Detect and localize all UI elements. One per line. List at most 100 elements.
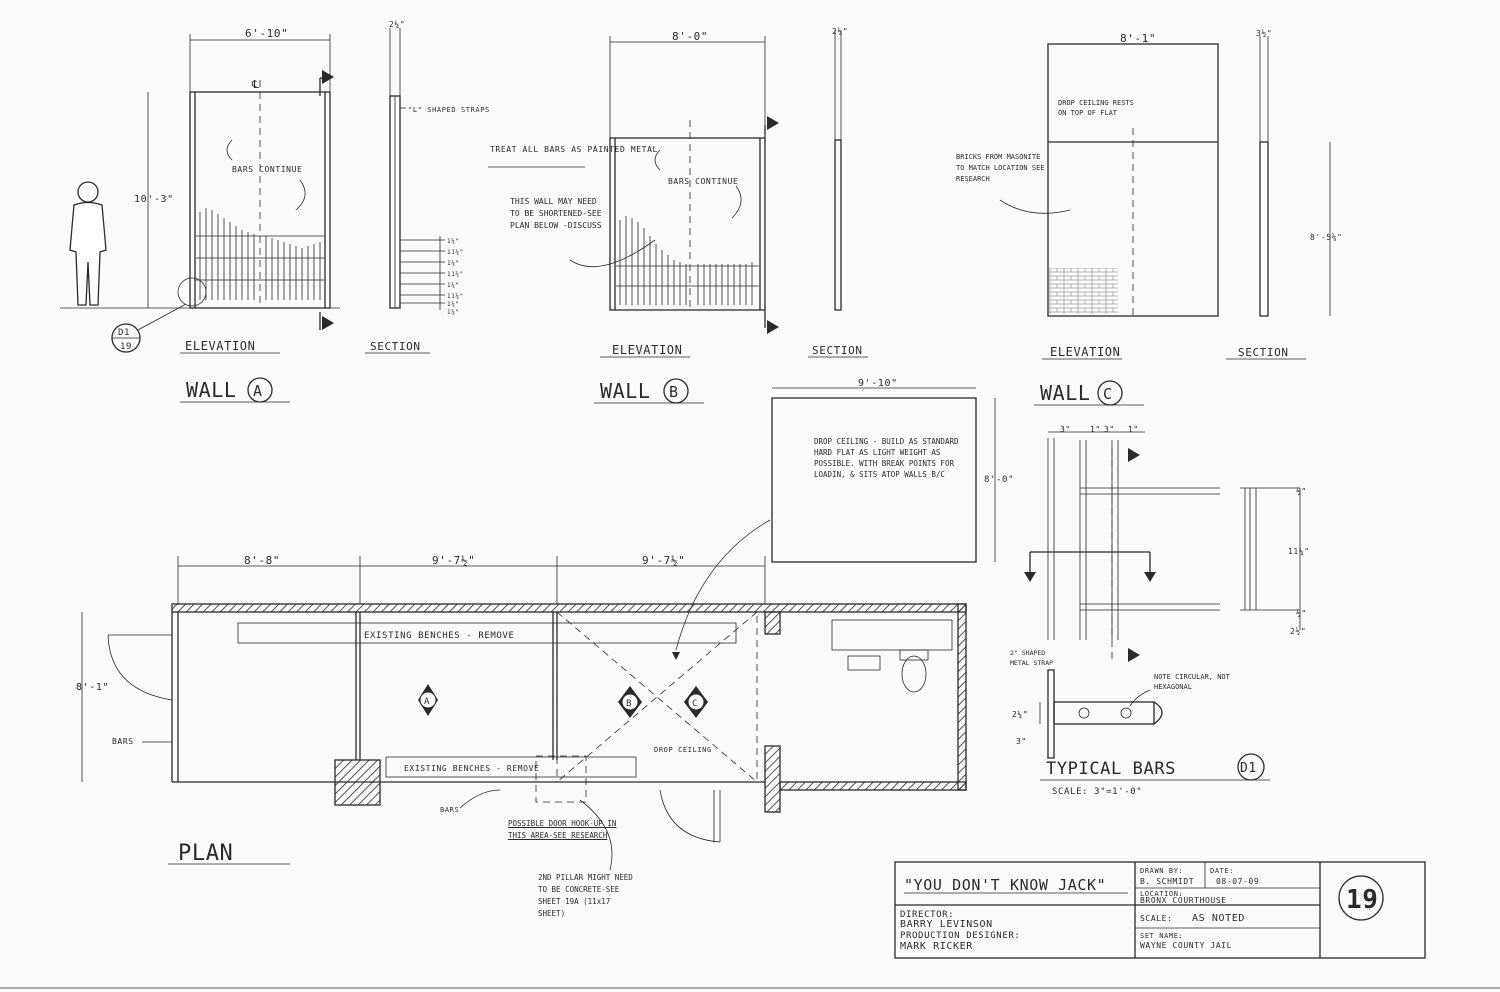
plan-dim-2: 9'-7½": [432, 554, 475, 567]
plan-left-dim: 8'-1": [76, 682, 109, 693]
svg-text:11¼": 11¼": [447, 271, 464, 278]
svg-text:1": 1": [1128, 425, 1139, 434]
svg-text:A: A: [424, 697, 430, 707]
wall-b-title: WALL: [600, 379, 651, 403]
plan-bench-bottom: EXISTING BENCHES - REMOVE: [404, 764, 539, 773]
title-block-date-label: DATE:: [1210, 867, 1234, 875]
typical-bars-scale: SCALE: 3"=1'-0": [1052, 787, 1142, 797]
plan-dim-3: 9'-7½": [642, 554, 685, 567]
wall-c-group: 8'-1" DROP CEILING RESTS ON TOP OF FLAT …: [956, 28, 1343, 406]
svg-text:1¼": 1¼": [447, 301, 460, 308]
title-block-drawn-label: DRAWN BY:: [1140, 867, 1183, 875]
svg-text:1¼": 1¼": [447, 309, 460, 316]
wall-a-height-dim: 10'-3": [134, 194, 174, 205]
title-block-set: WAYNE COUNTY JAIL: [1140, 941, 1232, 950]
wall-b-bars: [616, 216, 759, 305]
floor-plan: 8'-8" 9'-7½" 9'-7½" 8'-1" BARS EXIS: [76, 554, 967, 918]
svg-text:½": ½": [1296, 608, 1307, 618]
wall-c-section-dim: 3½": [1256, 28, 1272, 38]
svg-text:℄: ℄: [251, 78, 260, 91]
title-block-director: BARRY LEVINSON: [900, 919, 993, 930]
wall-a-bars: [196, 208, 324, 300]
svg-text:D1: D1: [118, 328, 130, 338]
typical-bars-strap-note: 2" SHAPED METAL STRAP: [1010, 649, 1053, 667]
title-block-sheet-number: 19: [1346, 885, 1379, 915]
wall-b-group: 8'-0" BARS CONTINUE TREAT ALL BARS AS PA…: [488, 27, 868, 404]
wall-a-width-dim: 6'-10": [245, 27, 288, 40]
typical-bars-shape-note: NOTE CIRCULAR, NOT HEXAGONAL: [1154, 673, 1230, 691]
wall-a-group: 6'-10" 10'-3" ℄ BARS CONTINUE D1 19: [60, 20, 490, 403]
svg-text:1": 1": [1090, 425, 1101, 434]
wall-b-section-label: SECTION: [812, 344, 863, 357]
typical-bars-detail: 3" 1" 3" 1" ½" 11¼" ½" 2½" 2¼" 3" 2" SHA…: [1010, 425, 1310, 797]
wall-c-width-dim: 8'-1": [1120, 32, 1156, 45]
typical-bars-title: TYPICAL BARS: [1046, 759, 1176, 779]
typical-bars-side-dims: ½" 11¼" ½" 2½": [1288, 486, 1310, 636]
title-block-designer-label: PRODUCTION DESIGNER:: [900, 931, 1020, 941]
plan-title: PLAN: [178, 841, 233, 866]
plan-pillar-note: 2ND PILLAR MIGHT NEED TO BE CONCRETE-SEE…: [538, 873, 633, 918]
wall-a-section-dim: 2¼": [389, 20, 405, 29]
wall-c-title: WALL: [1040, 381, 1091, 405]
wall-c-bricks: [1048, 268, 1118, 314]
title-block-scale-label: SCALE:: [1140, 914, 1173, 923]
typical-bars-top-dims: 3" 1" 3" 1": [1060, 425, 1139, 434]
wall-c-note-bricks: BRICKS FROM MASONITE TO MATCH LOCATION S…: [956, 153, 1045, 183]
plan-bars-left: BARS: [112, 737, 134, 746]
svg-text:1¼": 1¼": [447, 238, 460, 245]
svg-text:½": ½": [1296, 486, 1307, 496]
typical-bars-detail-dim-1: 2¼": [1012, 710, 1028, 719]
wall-b-note-paint: TREAT ALL BARS AS PAINTED METAL: [490, 145, 658, 154]
wall-a-elevation-label: ELEVATION: [185, 339, 255, 353]
svg-text:1¼": 1¼": [447, 260, 460, 267]
svg-text:19: 19: [120, 342, 132, 352]
typical-bars-tag: D1: [1240, 761, 1257, 776]
detail-tag-d1: D1 19: [111, 323, 141, 353]
wall-c-section-label: SECTION: [1238, 346, 1289, 359]
typical-bars-detail-dim-2: 3": [1016, 737, 1027, 746]
title-block-director-label: DIRECTOR:: [900, 910, 954, 920]
title-block-date: 08-07-09: [1216, 877, 1259, 886]
wall-a-bars-note: BARS CONTINUE: [232, 165, 302, 174]
title-block-location: BRONX COURTHOUSE: [1140, 896, 1227, 905]
plan-marker-a: A: [418, 684, 438, 716]
wall-a-bar-dims: 1¼" 11¼" 1¼" 11¼" 1¼" 11¼" 1¼" 1¼": [447, 238, 464, 316]
drop-ceiling-panel: 9'-10" 8'-0" DROP CEILING - BUILD AS STA…: [672, 378, 1014, 660]
wall-b-width-dim: 8'-0": [672, 30, 708, 43]
plan-drop-ceiling: DROP CEILING: [654, 746, 712, 754]
svg-text:11¼": 11¼": [447, 249, 464, 256]
title-block-set-label: SET NAME:: [1140, 932, 1183, 940]
wall-a-section-label: SECTION: [370, 340, 421, 353]
title-block-title: "YOU DON'T KNOW JACK": [904, 876, 1106, 894]
ceiling-height-dim: 8'-0": [984, 475, 1014, 485]
title-block: "YOU DON'T KNOW JACK" DIRECTOR: BARRY LE…: [894, 861, 1426, 959]
svg-text:11¼": 11¼": [1288, 547, 1310, 556]
plan-bars-bottom: BARS: [440, 806, 459, 814]
wall-b-letter: B: [669, 383, 679, 401]
wall-b-section-dim: 2¼": [832, 27, 848, 36]
svg-text:1¼": 1¼": [447, 282, 460, 289]
title-block-drawn: B. SCHMIDT: [1140, 877, 1194, 886]
wall-a-letter: A: [253, 382, 263, 400]
title-block-designer: MARK RICKER: [900, 941, 973, 952]
wall-c-letter: C: [1103, 385, 1113, 403]
plan-marker-b: B: [618, 686, 642, 718]
wall-b-bars-note: BARS CONTINUE: [668, 177, 738, 186]
wall-c-height-dim: 8'-5⅛": [1310, 233, 1343, 242]
title-block-scale: AS NOTED: [1192, 913, 1245, 924]
svg-text:C: C: [692, 699, 698, 709]
svg-text:3": 3": [1060, 425, 1071, 434]
wall-a-title: WALL: [186, 378, 237, 402]
plan-dim-1: 8'-8": [244, 554, 280, 567]
wall-b-note-shorten: THIS WALL MAY NEED TO BE SHORTENED-SEE P…: [510, 197, 602, 230]
plan-door-note: POSSIBLE DOOR HOOK-UP IN THIS AREA-SEE R…: [508, 819, 616, 840]
wall-a-strap-note: "L" SHAPED STRAPS: [408, 106, 490, 114]
human-scale-figure: [69, 181, 107, 306]
wall-c-note-ceiling: DROP CEILING RESTS ON TOP OF FLAT: [1058, 99, 1134, 117]
plan-marker-c: C: [684, 686, 708, 718]
title-block-location-label: LOCATION:: [1140, 890, 1183, 898]
svg-text:3": 3": [1104, 425, 1115, 434]
svg-text:2½": 2½": [1290, 626, 1306, 636]
wall-c-elevation-label: ELEVATION: [1050, 345, 1120, 359]
